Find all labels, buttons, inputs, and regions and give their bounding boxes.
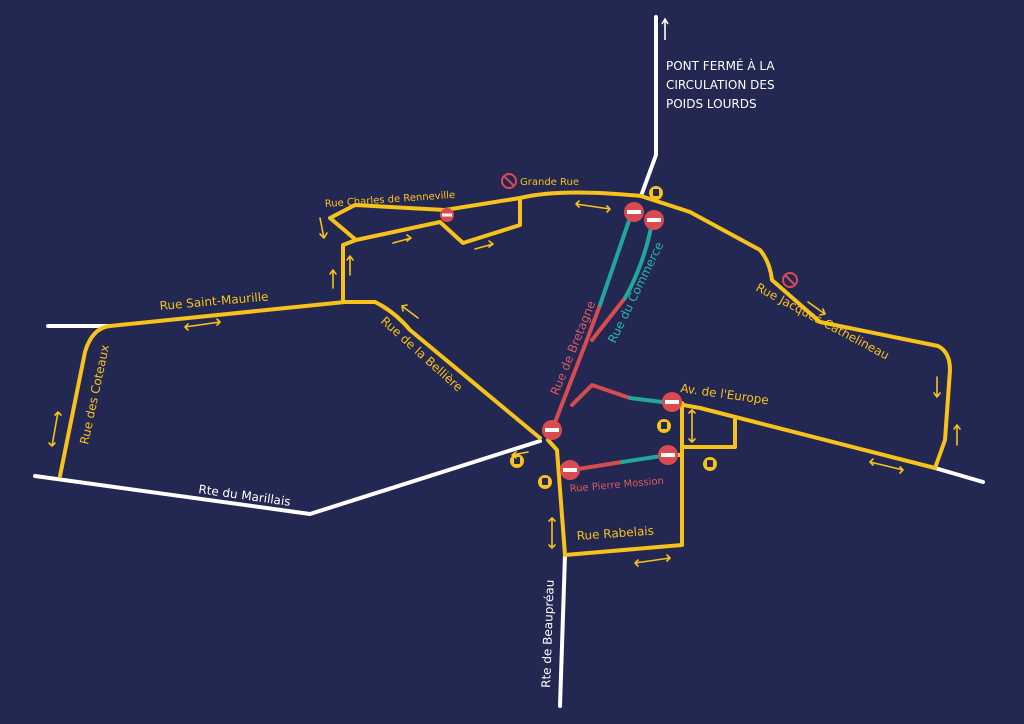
one-way-arrow-icon bbox=[329, 269, 337, 289]
two-way-arrow-icon bbox=[688, 409, 696, 443]
no-entry-icon bbox=[658, 445, 678, 465]
notice-line: POIDS LOURDS bbox=[666, 97, 757, 111]
parking-icon bbox=[510, 454, 524, 468]
road-saint-maurille bbox=[58, 300, 377, 478]
road-europe-branch bbox=[683, 418, 737, 449]
two-way-arrow-icon bbox=[869, 458, 904, 474]
no-entry-icon bbox=[440, 208, 454, 222]
road-renneville-loop bbox=[354, 196, 522, 245]
one-way-arrow-icon bbox=[661, 17, 669, 40]
road-north-bridge bbox=[639, 15, 658, 198]
two-way-arrow-icon bbox=[634, 554, 671, 567]
no-entry-icon bbox=[560, 460, 580, 480]
notice-line: PONT FERMÉ À LA bbox=[666, 59, 775, 73]
notice-line: CIRCULATION DES bbox=[666, 78, 775, 92]
no-entry-icon bbox=[644, 210, 664, 230]
no-entry-markers bbox=[440, 202, 682, 480]
road-rte-du-marillais bbox=[33, 439, 542, 516]
no-entry-icon bbox=[542, 420, 562, 440]
no-vehicles-markers bbox=[501, 173, 798, 288]
road-east-stub bbox=[933, 466, 985, 484]
one-way-arrow-icon bbox=[401, 304, 419, 319]
one-way-arrow-icon bbox=[319, 217, 328, 239]
one-way-arrow-icon bbox=[807, 301, 826, 316]
direction-arrows bbox=[48, 17, 961, 567]
two-way-arrow-icon bbox=[184, 318, 221, 331]
two-way-arrow-icon bbox=[48, 411, 62, 447]
label-beaupreau: Rte de Beaupréau bbox=[539, 579, 557, 688]
parking-icon bbox=[657, 419, 671, 433]
label-grande-rue: Grande Rue bbox=[520, 177, 579, 188]
one-way-arrow-icon bbox=[953, 424, 961, 446]
road-north-connector bbox=[341, 238, 358, 304]
road-bretagne-red bbox=[550, 303, 602, 432]
road-europe-red bbox=[570, 383, 632, 407]
no-vehicles-icon bbox=[501, 173, 517, 189]
road-commerce-red bbox=[590, 296, 627, 342]
road-bretagne-teal bbox=[598, 210, 634, 307]
two-way-arrow-icon bbox=[548, 517, 556, 549]
road-pierre-mossion-red bbox=[570, 460, 624, 472]
parking-icon bbox=[649, 186, 663, 200]
one-way-arrow-icon bbox=[346, 255, 354, 276]
parking-icon bbox=[703, 457, 717, 471]
parking-icon bbox=[538, 475, 552, 489]
one-way-arrow-icon bbox=[933, 376, 941, 398]
regular-roads bbox=[33, 15, 985, 708]
one-way-arrow-icon bbox=[474, 240, 494, 250]
no-entry-icon bbox=[662, 392, 682, 412]
no-vehicles-icon bbox=[782, 272, 798, 288]
bridge-closure-notice: PONT FERMÉ À LA CIRCULATION DES POIDS LO… bbox=[666, 57, 806, 114]
parking-markers bbox=[510, 186, 717, 489]
road-belliere bbox=[373, 300, 542, 440]
road-grande-rue-east bbox=[639, 194, 952, 470]
one-way-arrow-icon bbox=[511, 451, 529, 459]
two-way-arrow-icon bbox=[575, 200, 611, 213]
label-rabelais: Rue Rabelais bbox=[576, 524, 654, 543]
no-entry-icon bbox=[624, 202, 644, 222]
road-rte-de-beaupreau bbox=[558, 553, 567, 708]
road-commerce-teal bbox=[623, 220, 654, 300]
one-way-arrow-icon bbox=[392, 234, 412, 244]
